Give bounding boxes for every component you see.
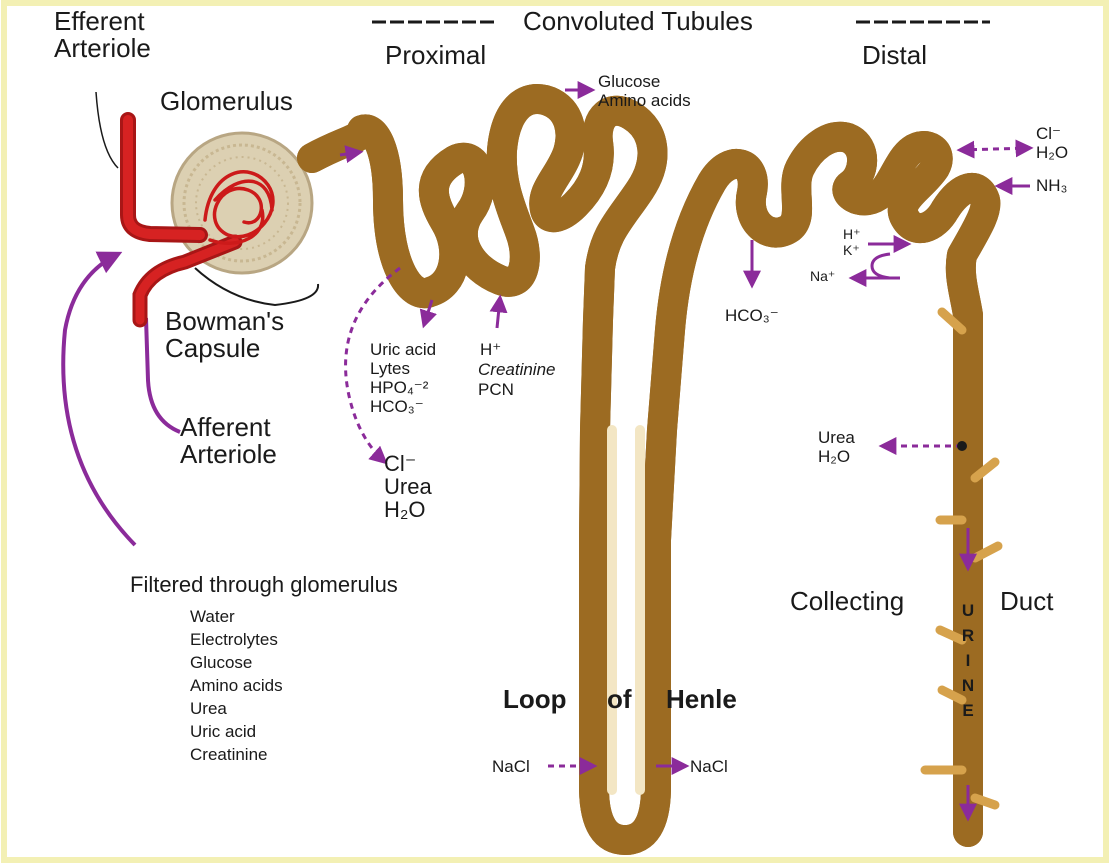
na-label: Na⁺ xyxy=(810,268,835,284)
list-item: Uric acid xyxy=(190,721,283,744)
creatinine-label: Creatinine xyxy=(478,360,556,379)
collecting-label: Collecting xyxy=(790,588,904,615)
list-item: Electrolytes xyxy=(190,629,283,652)
nh3-label: NH₃ xyxy=(1036,176,1067,195)
proximal-label: Proximal xyxy=(385,42,486,69)
of-label: of xyxy=(607,686,632,713)
efferent-leader xyxy=(96,92,118,168)
list-item: Amino acids xyxy=(190,675,283,698)
list-item: Urea xyxy=(190,698,283,721)
filtered-items-list: Water Electrolytes Glucose Amino acids U… xyxy=(190,606,283,767)
duct-label: Duct xyxy=(1000,588,1053,615)
distal-hco3-label: HCO₃⁻ xyxy=(725,306,779,325)
list-item: Creatinine xyxy=(190,744,283,767)
proximal-h-label: H⁺ xyxy=(480,340,501,359)
nacl-left-label: NaCl xyxy=(492,757,530,776)
loop-label: Loop xyxy=(503,686,567,713)
list-item: Water xyxy=(190,606,283,629)
henle-label: Henle xyxy=(666,686,737,713)
filtered-title: Filtered through glomerulus xyxy=(130,573,398,596)
list-item: Glucose xyxy=(190,652,283,675)
glomerulus-label: Glomerulus xyxy=(160,88,293,115)
distal-cl-h2o-label: Cl⁻H₂O xyxy=(1036,124,1068,162)
convoluted-tubules-label: Convoluted Tubules xyxy=(523,8,753,35)
nacl-right-label: NaCl xyxy=(690,757,728,776)
distal-label: Distal xyxy=(862,42,927,69)
bowman-leader xyxy=(195,268,318,305)
pcn-label: PCN xyxy=(478,380,514,399)
h-k-label: H⁺K⁺ xyxy=(843,226,861,258)
